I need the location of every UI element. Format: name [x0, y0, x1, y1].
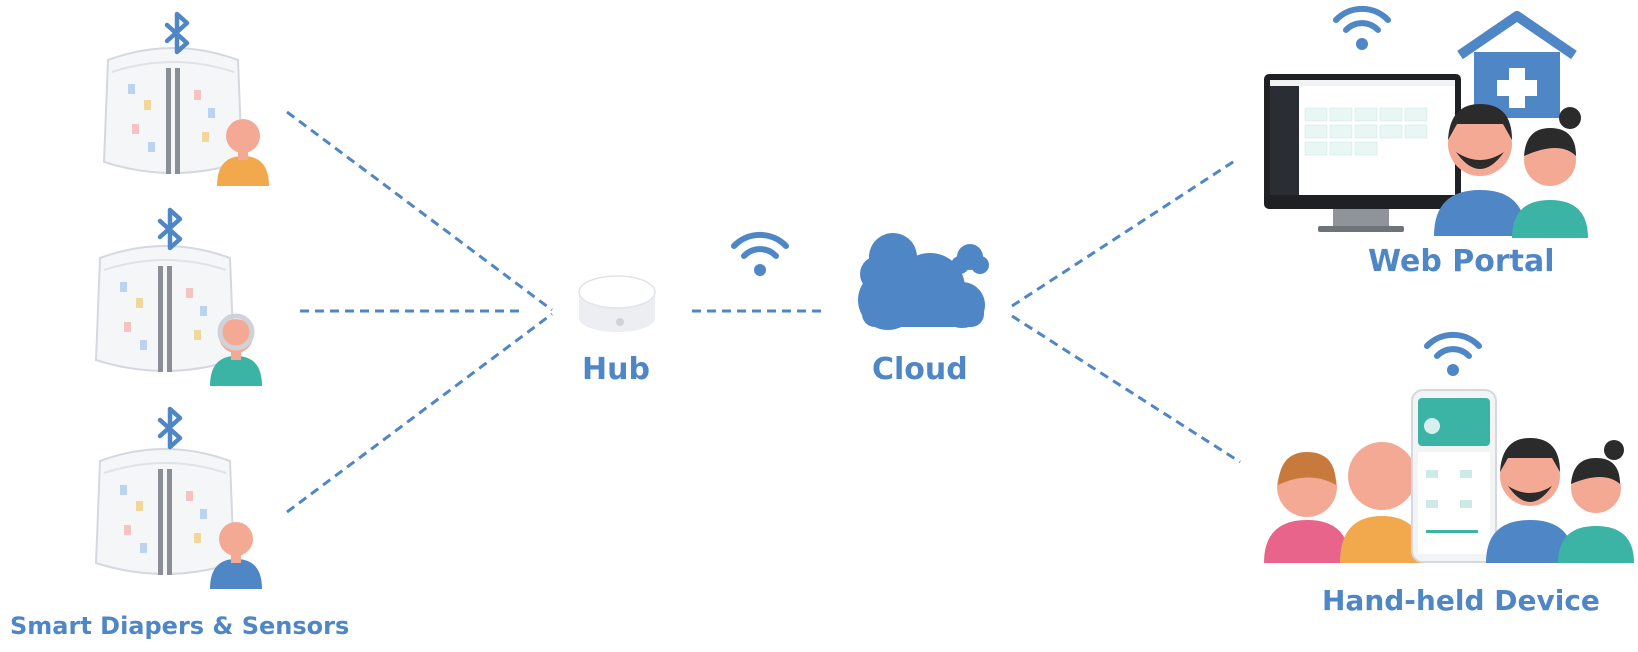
sensors-label: Smart Diapers & Sensors: [10, 612, 350, 640]
hub-device: [578, 275, 656, 332]
phone: [1411, 389, 1497, 563]
line-cloud-handheld: [1011, 314, 1241, 464]
diaper-sensor-3: [95, 448, 235, 576]
line-sensor1-hub: [286, 110, 553, 312]
monitor: [1264, 74, 1461, 232]
cloud-icon: [858, 233, 989, 330]
bluetooth-icon: [167, 14, 187, 52]
wifi-icon: [1336, 9, 1388, 50]
diaper-sensor-1: [103, 47, 243, 175]
family-group: [1264, 442, 1424, 563]
bluetooth-icon: [160, 210, 180, 248]
web-portal-label: Web Portal: [1368, 244, 1555, 279]
caregiver-man: [1434, 104, 1526, 236]
caregiver-woman-2: [1558, 440, 1634, 563]
diaper-sensor-2: [95, 245, 235, 373]
bluetooth-icon: [160, 409, 180, 447]
hospital-icon: [1457, 11, 1577, 118]
caregiver-woman: [1512, 107, 1588, 238]
handheld-label: Hand-held Device: [1322, 584, 1600, 617]
connector-lines: [286, 110, 1241, 514]
line-sensor3-hub: [286, 312, 553, 514]
caregiver-man-2: [1486, 438, 1574, 563]
line-cloud-web: [1011, 158, 1237, 308]
hub-label: Hub: [582, 352, 650, 387]
wifi-icon: [734, 235, 786, 276]
wifi-icon: [1427, 335, 1479, 376]
elder-hair: [217, 313, 255, 351]
cloud-label: Cloud: [872, 352, 968, 387]
